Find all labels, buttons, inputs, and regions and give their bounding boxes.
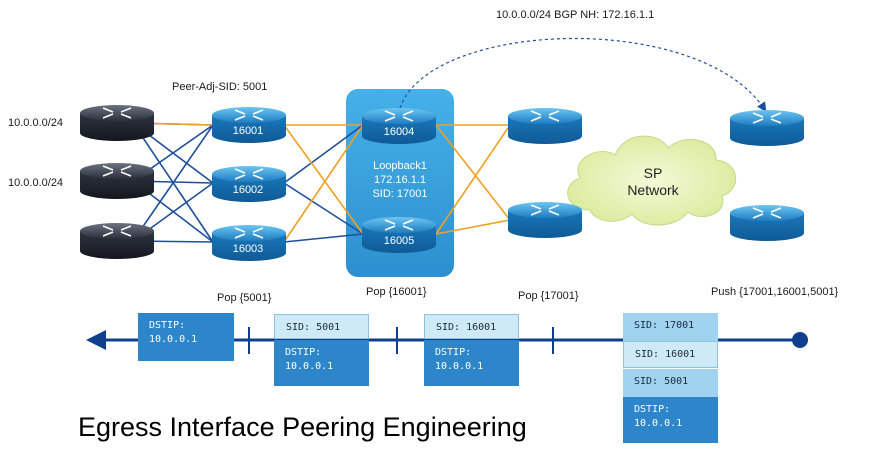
packet-4-sid-17001: SID: 17001 (623, 313, 718, 341)
cloud-text: SP Network (608, 165, 698, 199)
prefix-label-1: 10.0.0.0/24 (8, 117, 64, 129)
router-16002-icon (212, 166, 286, 202)
router-label-16002: 16002 (232, 184, 264, 196)
router-edge-1-icon (80, 105, 154, 141)
router-16003-icon (212, 225, 286, 261)
router-sp-2-icon (508, 202, 582, 238)
op-pop-5001: Pop {5001} (217, 292, 272, 304)
cloud-line-2: Network (627, 182, 679, 198)
timeline-origin-dot (792, 332, 808, 348)
loopback-text: Loopback1 172.16.1.1 SID: 17001 (350, 159, 450, 201)
packet-2-sid: SID: 5001 (274, 314, 369, 339)
router-edge-3-icon (80, 223, 154, 259)
sp-network-cloud (567, 135, 737, 226)
packet-3-dstip: DSTIP: 10.0.0.1 (424, 340, 519, 386)
op-push: Push {17001,16001,5001} (711, 286, 839, 298)
router-edge-2-icon (80, 163, 154, 199)
prefix-label-2: 10.0.0.0/24 (8, 177, 64, 189)
packet-2-dstip: DSTIP: 10.0.0.1 (274, 340, 369, 386)
packet-4-dstip: DSTIP: 10.0.0.1 (623, 397, 718, 443)
op-pop-16001: Pop {16001} (366, 286, 427, 298)
cloud-line-1: SP (643, 165, 663, 181)
router-label-16003: 16003 (232, 243, 264, 255)
router-label-16001: 16001 (232, 125, 264, 137)
page-title: Egress Interface Peering Engineering (78, 412, 527, 442)
router-label-16005: 16005 (383, 235, 415, 247)
packet-4-sid-16001: SID: 16001 (623, 341, 718, 368)
bgp-nexthop-label: 10.0.0.0/24 BGP NH: 172.16.1.1 (496, 9, 655, 21)
router-peer-1-icon (730, 110, 804, 146)
router-sp-1-icon (508, 108, 582, 144)
peer-adj-sid-label: Peer-Adj-SID: 5001 (172, 81, 268, 93)
router-peer-2-icon (730, 205, 804, 241)
packet-3-sid: SID: 16001 (424, 314, 519, 339)
timeline-arrow-head (86, 330, 106, 350)
router-16001-icon (212, 107, 286, 143)
blue-links (132, 122, 364, 243)
bgp-nexthop-curve (399, 37, 767, 113)
loopback-ip: 172.16.1.1 (374, 174, 426, 186)
packet-1-dstip: DSTIP: 10.0.0.1 (138, 313, 234, 361)
loopback-sid: SID: 17001 (372, 188, 428, 200)
op-pop-17001: Pop {17001} (518, 290, 579, 302)
router-label-16004: 16004 (383, 126, 415, 138)
router-16004-icon (362, 108, 436, 144)
router-16005-icon (362, 217, 436, 253)
loopback-name: Loopback1 (373, 160, 427, 172)
packet-4-sid-5001: SID: 5001 (623, 369, 718, 397)
